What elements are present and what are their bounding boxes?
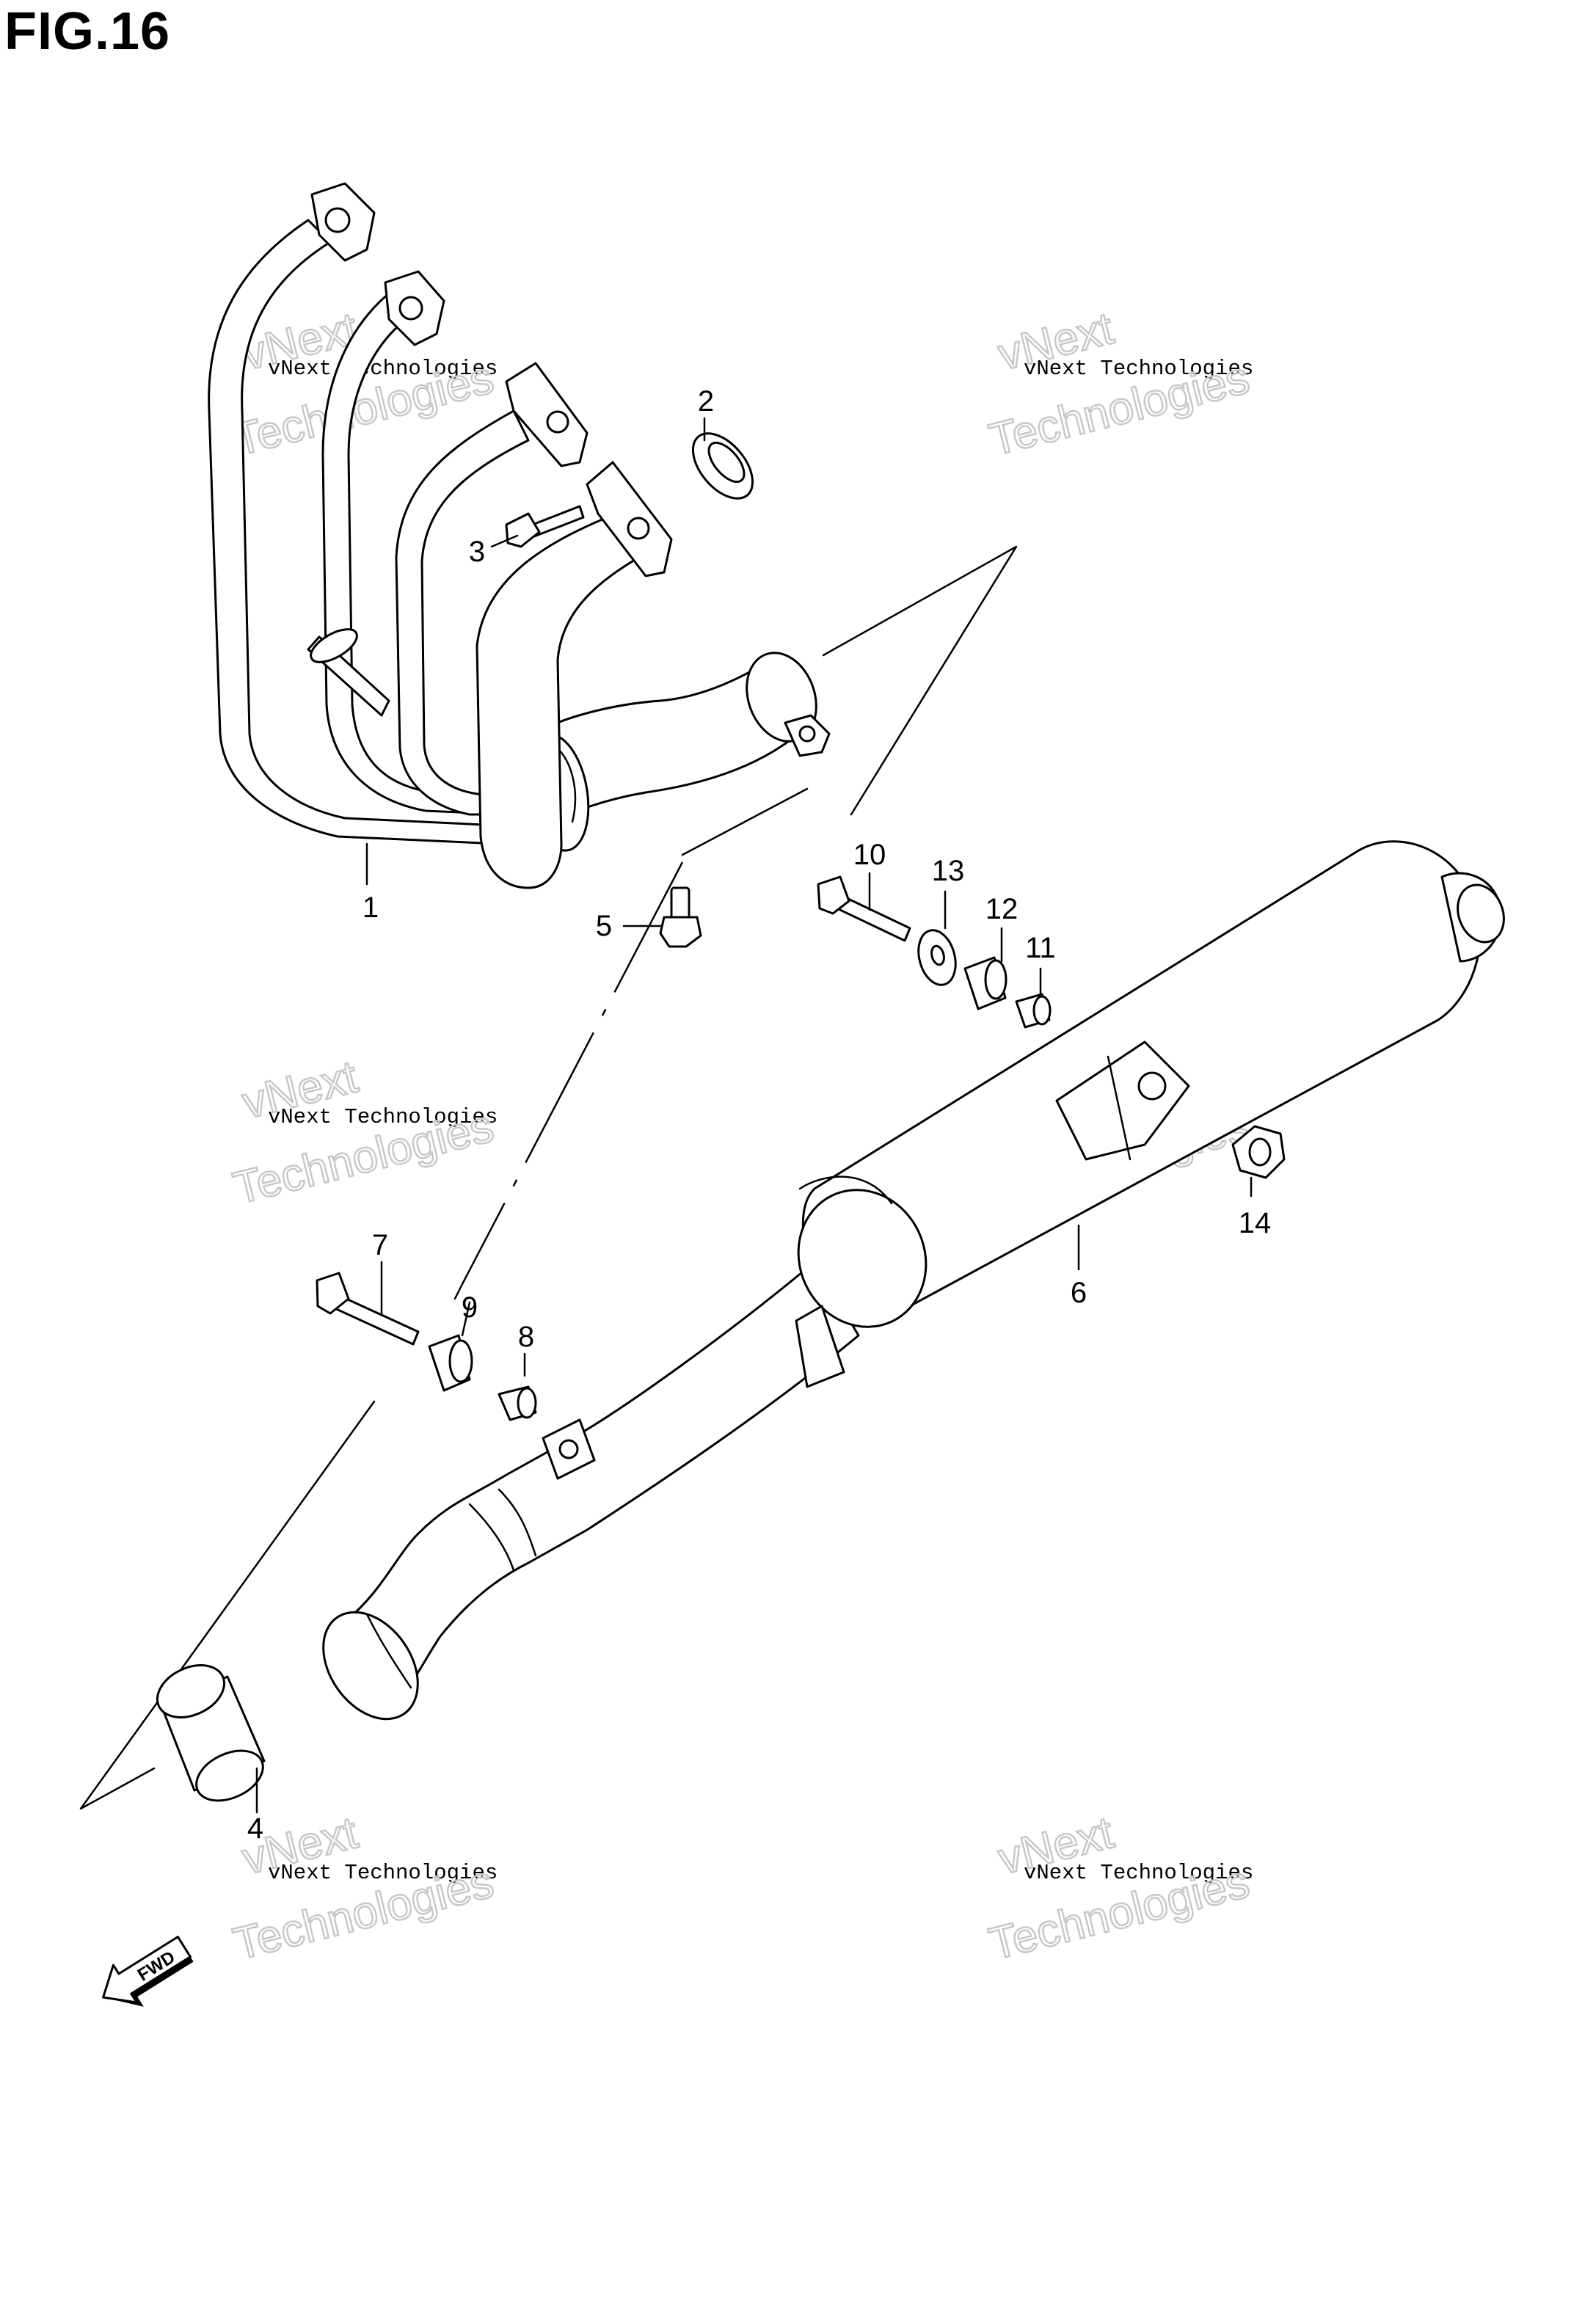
callout-12: 12 <box>985 893 1019 925</box>
muffler-nut <box>1231 1125 1286 1197</box>
muffler-assembly <box>322 840 1505 1721</box>
bracket-cushion <box>963 927 1007 1010</box>
watermark-bottom-right: vNext vNext Technologies Technologies <box>983 1807 1255 1971</box>
watermark-top-right: vNext vNext Technologies Technologies <box>983 302 1255 467</box>
callout-11: 11 <box>1025 932 1056 964</box>
assembly-outline <box>79 545 1018 1810</box>
callout-9: 9 <box>462 1291 478 1324</box>
watermark-text-full: vNext Technologies <box>1024 1861 1253 1885</box>
collar <box>498 1352 537 1421</box>
callout-6: 6 <box>1071 1277 1087 1309</box>
callout-2: 2 <box>698 385 714 418</box>
exhaust-gasket <box>691 417 754 500</box>
exhaust-header-pipes <box>208 182 831 889</box>
clamp-bolt <box>622 886 702 948</box>
watermark-text-full: vNext Technologies <box>268 1861 498 1885</box>
header-flange <box>586 461 673 577</box>
watermark-text-full: vNext Technologies <box>1024 357 1253 381</box>
stud-bolt <box>490 505 585 548</box>
callout-13: 13 <box>932 855 965 887</box>
callout-7: 7 <box>372 1229 388 1261</box>
rubber-cushion <box>428 1301 473 1392</box>
callout-5: 5 <box>596 910 612 942</box>
callout-8: 8 <box>518 1321 534 1353</box>
connector-gasket-ring <box>156 1664 266 1814</box>
callout-3: 3 <box>469 536 485 568</box>
washer <box>917 890 957 986</box>
callout-4: 4 <box>247 1812 263 1845</box>
watermark-mid-left: vNext vNext Technologies Technologies <box>227 1051 499 1215</box>
figure-title: FIG.16 <box>4 2 171 61</box>
fwd-arrow-icon: FWD <box>102 1936 194 2007</box>
bracket-bolt <box>817 872 911 942</box>
header-flange <box>310 182 376 262</box>
watermark-bottom-left: vNext vNext Technologies Technologies <box>227 1807 499 1971</box>
callout-1: 1 <box>362 892 379 924</box>
header-flange <box>505 362 589 467</box>
watermark-text-full: vNext Technologies <box>268 357 498 381</box>
callout-14: 14 <box>1239 1207 1272 1239</box>
bracket-collar <box>1015 967 1052 1029</box>
callout-labels: 1 2 3 4 5 6 7 8 9 10 11 12 13 14 <box>247 385 1271 1845</box>
watermark-text-full: vNext Technologies <box>268 1105 498 1129</box>
callout-10: 10 <box>853 839 886 871</box>
muffler-bolt <box>316 1261 420 1346</box>
header-flange <box>384 270 445 346</box>
